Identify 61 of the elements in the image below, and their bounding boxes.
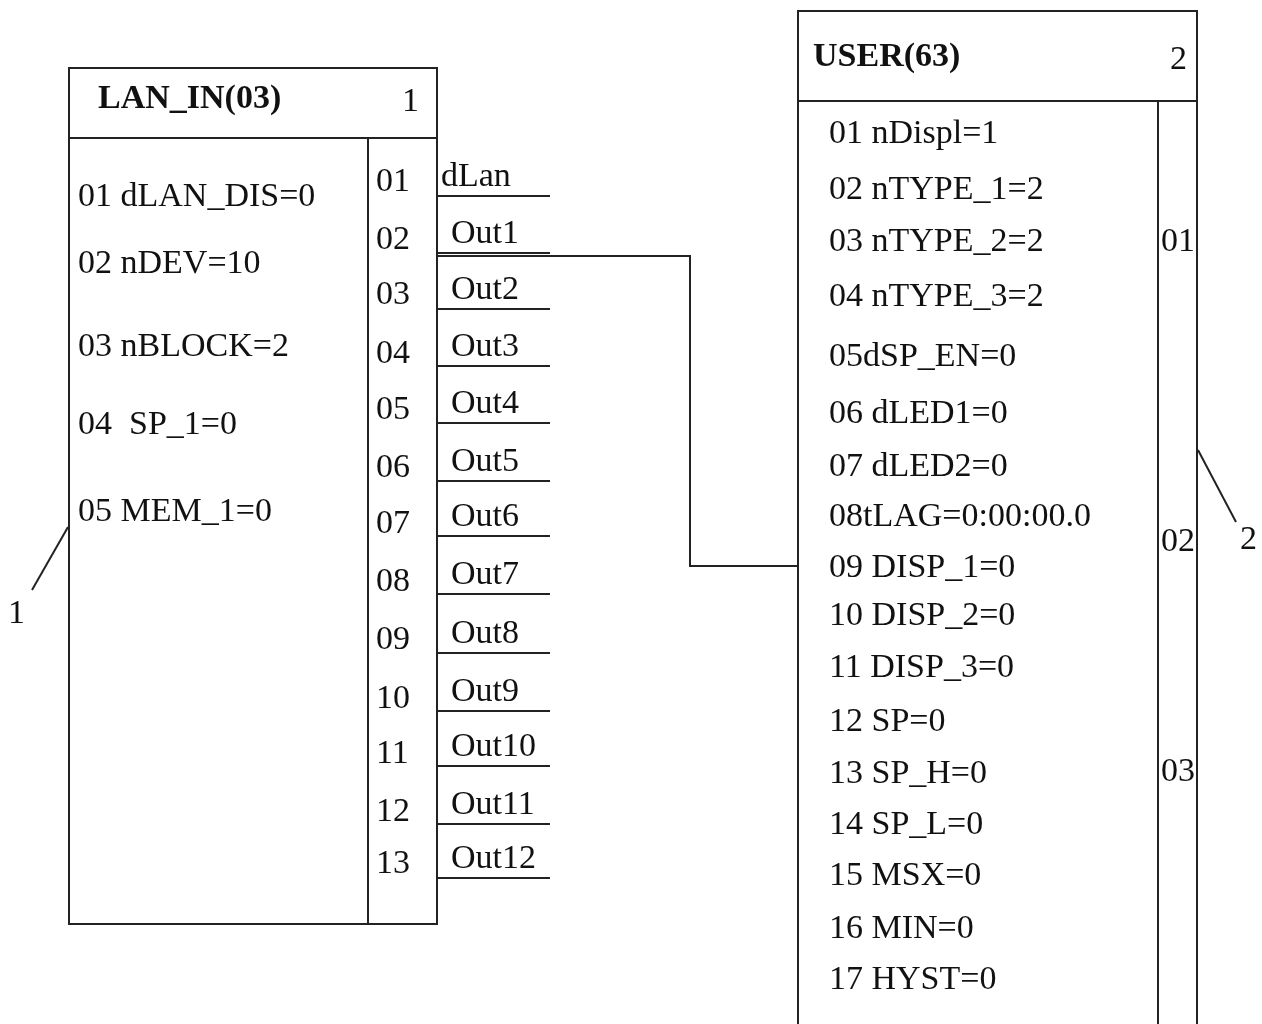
- pin-number: 06: [376, 446, 410, 486]
- output-name: Out9: [451, 670, 519, 710]
- output-name: Out3: [451, 325, 519, 365]
- parameter-text: 12 SP=0: [829, 700, 946, 740]
- pin-number: 12: [376, 790, 410, 830]
- parameter-text: 03 nBLOCK=2: [78, 325, 289, 365]
- output-name: Out10: [451, 725, 536, 765]
- function-block: [797, 10, 1198, 1024]
- pin-number: 13: [376, 842, 410, 882]
- leader-line: [31, 526, 69, 591]
- callout-number: 1: [8, 592, 25, 632]
- parameter-text: 15 MSX=0: [829, 854, 982, 894]
- output-name: Out8: [451, 612, 519, 652]
- pin-number: 09: [376, 618, 410, 658]
- output-name: Out12: [451, 837, 536, 877]
- leader-line: [1197, 449, 1237, 523]
- input-number: 03: [1161, 750, 1195, 790]
- block-title: USER(63): [813, 35, 961, 75]
- parameter-text: 10 DISP_2=0: [829, 594, 1016, 634]
- parameter-text: 16 MIN=0: [829, 907, 974, 947]
- pin-number: 10: [376, 677, 410, 717]
- pin-number: 11: [376, 732, 409, 772]
- output-name: Out7: [451, 553, 519, 593]
- parameter-text: 04 SP_1=0: [78, 403, 237, 443]
- parameter-text: 13 SP_H=0: [829, 752, 988, 792]
- parameter-text: 01 dLAN_DIS=0: [78, 175, 316, 215]
- parameter-text: 02 nTYPE_1=2: [829, 168, 1044, 208]
- parameter-text: 07 dLED2=0: [829, 445, 1008, 485]
- parameter-text: 01 nDispl=1: [829, 112, 999, 152]
- parameter-text: 02 nDEV=10: [78, 242, 261, 282]
- output-name: Out4: [451, 382, 519, 422]
- block-number: 1: [402, 80, 419, 120]
- pin-number: 03: [376, 273, 410, 313]
- pin-number: 04: [376, 332, 410, 372]
- block-title: LAN_IN(03): [98, 77, 282, 117]
- parameter-text: 14 SP_L=0: [829, 803, 984, 843]
- parameter-text: 11 DISP_3=0: [829, 646, 1015, 686]
- pin-number: 01: [376, 160, 410, 200]
- connection-line: [437, 255, 798, 567]
- pin-number: 07: [376, 502, 410, 542]
- input-number: 02: [1161, 520, 1195, 560]
- parameter-text: 17 HYST=0: [829, 958, 997, 998]
- output-name: Out11: [451, 783, 535, 823]
- pin-number: 08: [376, 560, 410, 600]
- parameter-text: 05dSP_EN=0: [829, 335, 1017, 375]
- block-number: 2: [1170, 38, 1187, 78]
- parameter-text: 09 DISP_1=0: [829, 546, 1016, 586]
- parameter-text: 08tLAG=0:00:00.0: [829, 495, 1091, 535]
- callout-number: 2: [1240, 518, 1257, 558]
- output-name: Out2: [451, 268, 519, 308]
- output-name: dLan: [441, 155, 511, 195]
- parameter-text: 06 dLED1=0: [829, 392, 1008, 432]
- parameter-text: 05 MEM_1=0: [78, 490, 272, 530]
- output-name: Out5: [451, 440, 519, 480]
- input-number: 01: [1161, 220, 1195, 260]
- output-name: Out6: [451, 495, 519, 535]
- pin-number: 02: [376, 218, 410, 258]
- pin-number: 05: [376, 388, 410, 428]
- parameter-text: 04 nTYPE_3=2: [829, 275, 1044, 315]
- parameter-text: 03 nTYPE_2=2: [829, 220, 1044, 260]
- output-name: Out1: [451, 212, 519, 252]
